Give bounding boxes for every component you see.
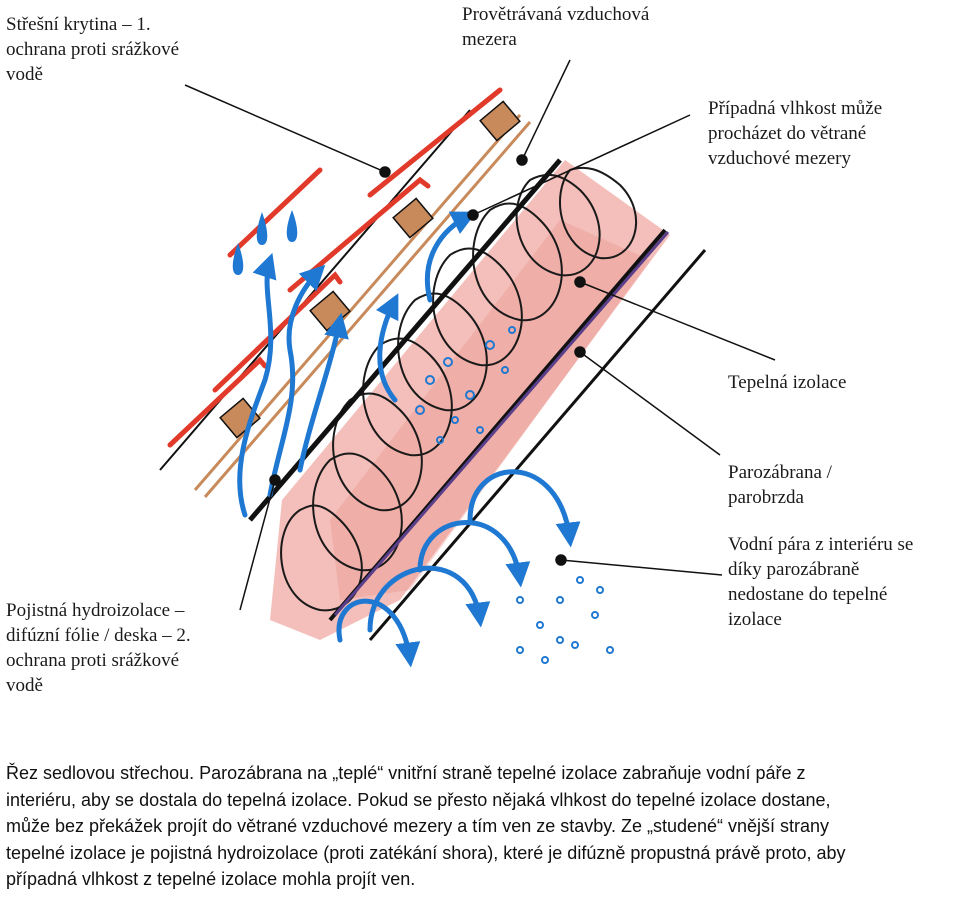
figure-caption: Řez sedlovou střechou. Parozábrana na „t… [6,763,846,889]
label-vapor-blocked: Vodní pára z interiéru se díky parozábra… [728,534,914,630]
roof-tiles [167,87,503,448]
leader-lines [184,59,776,611]
vapor-dots-outside [516,576,614,664]
air-flow-arrows [237,211,477,518]
label-underlay: Pojistná hydroizolace – difúzní fólie / … [6,600,191,696]
vapor-arrows [336,469,581,668]
label-thermal-insulation: Tepelná izolace [728,372,847,393]
label-roof-covering: Střešní krytina – 1. ochrana proti srážk… [6,14,180,85]
label-air-gap: Provětrávaná vzduchová mezera [462,4,650,50]
battens [219,100,521,439]
vapor-dots-inside [415,326,516,444]
water-drops [232,210,298,275]
insulation-layer-shade [330,220,650,600]
label-moisture-escape: Případná vlhkost může procházet do větra… [708,98,883,169]
label-vapor-barrier: Parozábrana / parobrzda [728,462,832,508]
